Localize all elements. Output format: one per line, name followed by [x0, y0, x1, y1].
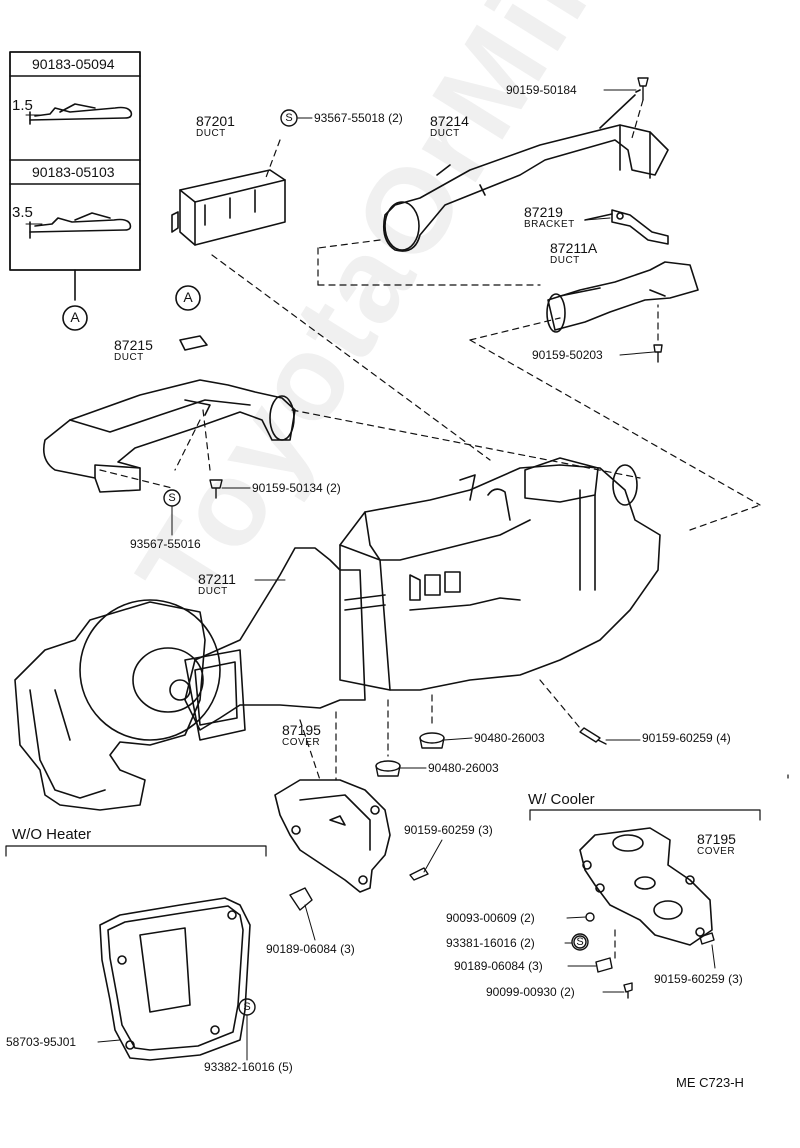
- part-number-87214: 87214: [430, 113, 469, 129]
- callout-90159-50203: 90159-50203: [532, 348, 603, 362]
- duct-87211a-drawing: [546, 261, 699, 333]
- callout-58703-95j01: 58703-95J01: [6, 1035, 77, 1049]
- callout-93567-55016: 93567-55016: [130, 537, 201, 551]
- diagram-code: ME C723-H: [676, 1075, 744, 1090]
- part-number-87219: 87219: [524, 204, 563, 220]
- marker-a-label-2: A: [183, 289, 193, 305]
- callout-90159-60259-cooler: 90159-60259 (3): [654, 972, 743, 986]
- part-number-87195-cooler: 87195: [697, 831, 736, 847]
- callout-90159-60259-4: 90159-60259 (4): [642, 731, 731, 745]
- clip-a-part-drawing: [179, 335, 208, 351]
- s-marker-4: S: [243, 1001, 251, 1013]
- callout-93382-16016: 93382-16016 (5): [204, 1060, 293, 1074]
- s-marker-1: S: [285, 112, 293, 124]
- callout-93567-55018: 93567-55018 (2): [314, 111, 403, 125]
- callout-90480-26003-b: 90480-26003: [428, 761, 499, 775]
- callout-90159-50184: 90159-50184: [506, 83, 577, 97]
- clip-dimension-3-5: 3.5: [12, 204, 33, 221]
- part-name-87195-main: COVER: [282, 737, 321, 748]
- duct-87214-drawing: [382, 89, 669, 252]
- part-number-87215: 87215: [114, 337, 153, 353]
- blower-assembly-drawing: [14, 599, 221, 811]
- callout-90159-50134: 90159-50134 (2): [252, 481, 341, 495]
- bracket-87219-drawing: [584, 209, 669, 245]
- clip-dimension-1-5: 1.5: [12, 97, 33, 114]
- marker-a-circle: [175, 285, 201, 311]
- duct-87201-drawing: [171, 169, 286, 246]
- callout-93381-16016: 93381-16016 (2): [446, 936, 535, 950]
- s-marker-3: S: [576, 936, 584, 948]
- part-number-87211a: 87211A: [550, 240, 598, 256]
- part-name-87195-cooler: COVER: [697, 846, 736, 857]
- part-name-87211a: DUCT: [550, 255, 580, 266]
- duct-87215-drawing: [42, 379, 296, 493]
- cover-87195-cooler-drawing: [579, 827, 713, 946]
- section-brackets: [5, 774, 789, 857]
- dashed-assembly-lines: [99, 99, 761, 959]
- callout-90189-06084-cooler: 90189-06084 (3): [454, 959, 543, 973]
- part-name-87211: DUCT: [198, 586, 228, 597]
- clip-inset-box: [9, 51, 141, 331]
- part-number-87195-main: 87195: [282, 722, 321, 738]
- callout-90189-06084-3: 90189-06084 (3): [266, 942, 355, 956]
- leader-lines: [97, 89, 716, 1061]
- cover-87195-main-drawing: [274, 779, 391, 893]
- fasteners-drawing: [163, 77, 715, 1016]
- callout-90099-00930: 90099-00930 (2): [486, 985, 575, 999]
- part-name-87201: DUCT: [196, 128, 226, 139]
- marker-a-label: A: [70, 309, 80, 325]
- callout-90480-26003-a: 90480-26003: [474, 731, 545, 745]
- part-name-87215: DUCT: [114, 352, 144, 363]
- part-number-87201: 87201: [196, 113, 235, 129]
- part-name-87214: DUCT: [430, 128, 460, 139]
- callout-90159-60259-3: 90159-60259 (3): [404, 823, 493, 837]
- heater-unit-drawing: [339, 457, 661, 691]
- part-name-87219: BRACKET: [524, 219, 575, 230]
- clip-part-90183-05094: 90183-05094: [32, 56, 115, 72]
- floor-cover-58703-drawing: [99, 897, 251, 1061]
- clip-part-90183-05103: 90183-05103: [32, 164, 115, 180]
- callout-90093-00609: 90093-00609 (2): [446, 911, 535, 925]
- s-marker-2: S: [168, 492, 176, 504]
- part-number-87211: 87211: [198, 571, 236, 587]
- section-title-w-cooler: W/ Cooler: [528, 791, 595, 808]
- section-title-wo-heater: W/O Heater: [12, 826, 92, 843]
